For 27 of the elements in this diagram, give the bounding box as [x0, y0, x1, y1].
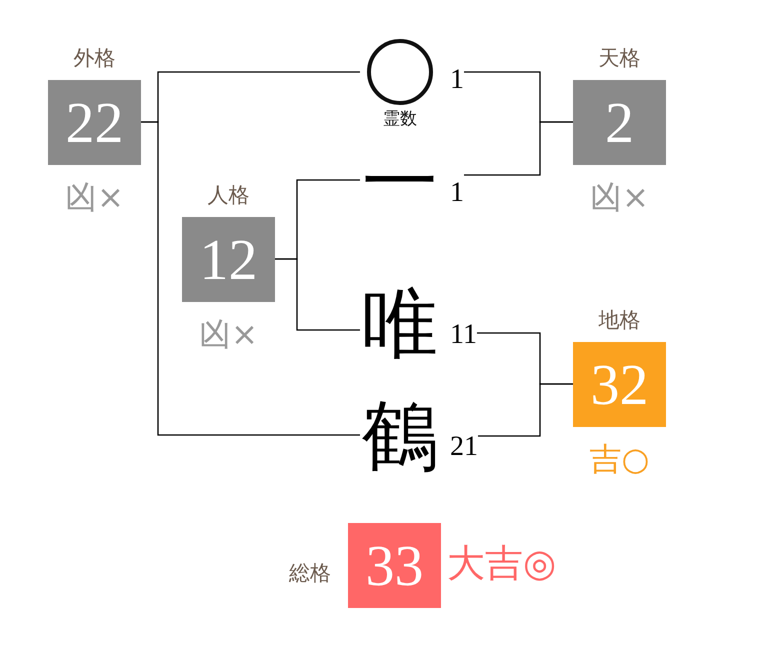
fortune-rating: 凶×: [590, 179, 649, 215]
grade-heading: 天格: [598, 45, 640, 72]
bracket-line: [275, 258, 360, 331]
fortune-rating: 凶×: [199, 316, 258, 352]
score-tile: 22: [48, 80, 141, 165]
fortune-rating: 大吉◎: [447, 542, 556, 584]
name-character: 一: [361, 143, 439, 223]
grade-heading: 外格: [74, 45, 116, 72]
stroke-count: 21: [450, 432, 478, 462]
name-character: 鶴: [361, 397, 439, 477]
bracket-line: [141, 121, 360, 436]
fortune-rating: 凶×: [65, 179, 124, 215]
spirit-number-caption: 霊数: [383, 109, 417, 129]
bracket-line: [464, 121, 573, 176]
stroke-count: 1: [450, 178, 464, 208]
name-character: 唯: [361, 285, 439, 365]
score-tile: 33: [348, 523, 441, 608]
score-tile: 2: [573, 80, 666, 165]
grade-heading: 地格: [598, 307, 640, 334]
score-tile: 12: [182, 217, 275, 302]
fortune-rating: 吉○: [590, 441, 650, 477]
grade-heading: 総格: [289, 560, 331, 586]
grade-heading: 人格: [208, 182, 250, 209]
stroke-count: 11: [450, 320, 477, 350]
score-tile: 32: [573, 342, 666, 427]
stroke-count: 1: [450, 65, 464, 95]
bracket-line: [478, 383, 573, 437]
